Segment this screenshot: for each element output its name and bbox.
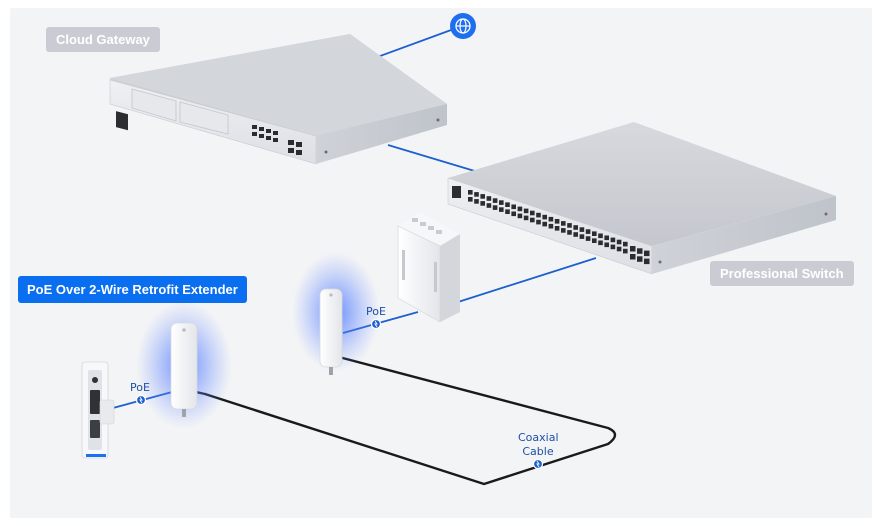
switch-port <box>480 201 485 206</box>
coaxial-label-line1: Coaxial <box>518 431 559 444</box>
switch-port <box>592 231 597 236</box>
switch-port <box>616 239 622 245</box>
switch-port <box>486 203 492 208</box>
switch-port <box>486 196 492 201</box>
switch-sfp-port <box>644 250 650 257</box>
switch-port <box>585 236 591 241</box>
switch-port <box>573 232 578 237</box>
switch-port <box>554 226 560 231</box>
switch-port <box>616 246 622 252</box>
switch-port <box>492 198 498 203</box>
professional-switch-device <box>447 122 836 275</box>
switch-port <box>573 225 578 230</box>
professional-switch-label: Professional Switch <box>710 261 854 286</box>
switch-port <box>604 235 609 241</box>
coaxial-cable <box>195 348 617 486</box>
cloud-gateway-device <box>109 34 447 165</box>
switch-port <box>610 237 616 243</box>
link-switch-injector <box>457 257 597 303</box>
switch-port <box>598 233 603 239</box>
switch-port <box>511 211 516 217</box>
switch-port <box>623 248 628 254</box>
switch-port <box>610 244 616 250</box>
switch-port <box>548 223 554 229</box>
switch-port <box>523 215 529 221</box>
switch-port <box>579 227 585 232</box>
poe-label-left: PoE <box>130 381 150 394</box>
switch-port <box>474 199 479 204</box>
switch-sfp-port <box>637 248 643 254</box>
switch-port <box>542 221 547 227</box>
switch-sfp-port <box>630 254 636 260</box>
extender-label: PoE Over 2-Wire Retrofit Extender <box>18 276 247 303</box>
switch-port-grid <box>468 190 650 265</box>
link-gateway-switch <box>387 144 479 173</box>
switch-port <box>536 219 541 225</box>
switch-port <box>598 240 603 246</box>
switch-port <box>561 221 566 226</box>
switch-port <box>523 208 529 214</box>
switch-port <box>499 200 504 205</box>
switch-port <box>499 207 504 212</box>
switch-sfp-port <box>630 246 636 252</box>
switch-port <box>548 216 554 222</box>
switch-port <box>536 212 541 218</box>
poe-node-right <box>370 318 382 330</box>
switch-port <box>492 205 498 210</box>
switch-port <box>579 234 585 239</box>
poe-injector-device <box>397 212 460 323</box>
switch-port <box>567 230 572 235</box>
switch-sfp-port <box>644 258 650 265</box>
intercom-device <box>81 361 115 459</box>
switch-port <box>511 204 516 210</box>
switch-port <box>585 229 591 234</box>
switch-port <box>480 194 485 199</box>
switch-port <box>567 223 572 228</box>
switch-port <box>505 202 510 207</box>
coaxial-cable-label: Coaxial Cable <box>518 431 559 459</box>
switch-port <box>623 241 628 247</box>
switch-sfp-port <box>637 256 643 262</box>
poe-label-right: PoE <box>366 305 386 318</box>
switch-port <box>542 214 547 220</box>
switch-port <box>554 219 560 224</box>
switch-port <box>474 192 479 197</box>
extender-unit-right <box>319 288 343 375</box>
switch-port <box>530 210 535 216</box>
switch-port <box>517 213 523 219</box>
switch-port <box>505 209 510 214</box>
switch-port <box>604 242 609 248</box>
switch-port <box>517 206 523 212</box>
switch-port <box>530 217 535 223</box>
switch-port <box>561 228 566 233</box>
switch-port <box>592 238 597 243</box>
switch-port <box>468 197 473 202</box>
globe-icon <box>450 13 476 39</box>
extender-unit-left <box>170 322 198 417</box>
poe-node-left <box>135 394 147 406</box>
cloud-gateway-label: Cloud Gateway <box>46 27 160 52</box>
coaxial-label-line2: Cable <box>522 445 554 458</box>
switch-port <box>468 190 473 195</box>
coax-node <box>532 458 544 470</box>
